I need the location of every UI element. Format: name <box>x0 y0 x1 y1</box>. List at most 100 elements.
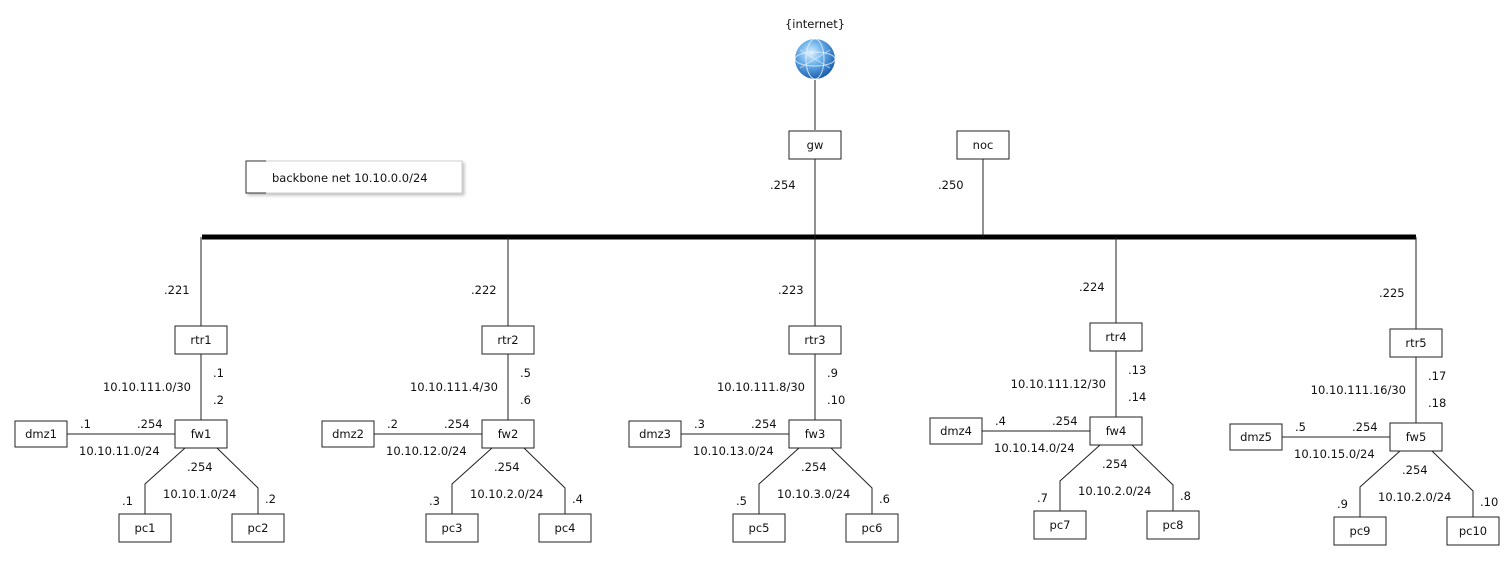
pc7-node[interactable]: pc7 <box>1033 510 1087 540</box>
lan-net-4: 10.10.2.0/24 <box>1078 484 1151 498</box>
pc7-node-label: pc7 <box>1050 518 1071 532</box>
lan-net-5: 10.10.2.0/24 <box>1378 490 1451 504</box>
rtr5-node[interactable]: rtr5 <box>1389 328 1443 358</box>
pc8-ip: .8 <box>1180 489 1191 503</box>
link-net-3: 10.10.111.8/30 <box>717 380 805 394</box>
fw2-node[interactable]: fw2 <box>481 419 535 449</box>
fw1-lan-ip: .254 <box>187 460 213 474</box>
pc10-node-label: pc10 <box>1459 524 1487 538</box>
fw5-pc-left-link <box>1359 450 1401 517</box>
pc3-node[interactable]: pc3 <box>425 513 479 543</box>
fw1-node[interactable]: fw1 <box>174 419 228 449</box>
pc2-ip: .2 <box>265 492 276 506</box>
dmz3-ip: .3 <box>694 417 705 431</box>
fw5-link-ip: .18 <box>1428 396 1446 410</box>
pc9-node[interactable]: pc9 <box>1333 516 1387 546</box>
pc4-node[interactable]: pc4 <box>538 513 592 543</box>
link-net-5: 10.10.111.16/30 <box>1311 383 1406 397</box>
rtr4-node-label: rtr4 <box>1105 330 1126 344</box>
fw3-lan-ip: .254 <box>801 460 827 474</box>
rtr1-bus-ip: .221 <box>164 283 190 297</box>
fw4-link-ip: .14 <box>1128 390 1146 404</box>
fw1-link-ip: .2 <box>213 393 224 407</box>
fw5-node[interactable]: fw5 <box>1389 422 1443 452</box>
rtr2-bus-ip: .222 <box>471 283 497 297</box>
noc-node[interactable]: noc <box>956 130 1010 160</box>
lan-net-1: 10.10.1.0/24 <box>163 487 236 501</box>
pc6-node-label: pc6 <box>862 521 883 535</box>
dmz2-node-label: dmz2 <box>332 427 364 441</box>
fw3-node[interactable]: fw3 <box>788 419 842 449</box>
rtr5-link-ip: .17 <box>1428 369 1446 383</box>
fw2-pc-left-link <box>451 447 493 514</box>
dmz4-ip: .4 <box>995 414 1006 428</box>
fw5-pc-right-link <box>1431 450 1474 517</box>
rtr3-node[interactable]: rtr3 <box>788 325 842 355</box>
pc6-ip: .6 <box>879 492 890 506</box>
fw3-pc-left-link <box>758 447 800 514</box>
dmz-net-3: 10.10.13.0/24 <box>693 444 774 458</box>
rtr3-link-ip: .9 <box>827 366 838 380</box>
dmz5-node-label: dmz5 <box>1240 430 1272 444</box>
fw2-link-ip: .6 <box>520 393 531 407</box>
fw5-lan-ip: .254 <box>1402 463 1428 477</box>
rtr2-link-ip: .5 <box>520 366 531 380</box>
fw2-lan-ip: .254 <box>494 460 520 474</box>
fw3-pc-right-link <box>830 447 873 514</box>
fw2-pc-right-link <box>523 447 566 514</box>
fw1-dmz-ip: .254 <box>137 417 163 431</box>
noc-node-label: noc <box>973 138 994 152</box>
dmz1-node-label: dmz1 <box>25 427 57 441</box>
lan-net-2: 10.10.2.0/24 <box>470 487 543 501</box>
fw2-node-label: fw2 <box>498 427 519 441</box>
dmz-net-4: 10.10.14.0/24 <box>994 441 1075 455</box>
pc5-ip: .5 <box>736 494 747 508</box>
pc1-node[interactable]: pc1 <box>118 513 172 543</box>
fw3-dmz-ip: .254 <box>751 417 777 431</box>
dmz4-node[interactable]: dmz4 <box>929 417 983 445</box>
rtr1-node[interactable]: rtr1 <box>174 325 228 355</box>
rtr5-bus-ip: .225 <box>1379 286 1405 300</box>
fw4-node[interactable]: fw4 <box>1089 416 1143 446</box>
pc7-ip: .7 <box>1037 491 1048 505</box>
dmz2-node[interactable]: dmz2 <box>321 420 375 448</box>
dmz-net-2: 10.10.12.0/24 <box>386 444 467 458</box>
rtr4-node[interactable]: rtr4 <box>1089 322 1143 352</box>
rtr3-bus-ip: .223 <box>778 283 804 297</box>
fw1-node-label: fw1 <box>191 427 212 441</box>
pc2-node[interactable]: pc2 <box>231 513 285 543</box>
dmz5-ip: .5 <box>1295 420 1306 434</box>
gw-node-label: gw <box>807 138 824 152</box>
pc10-ip: .10 <box>1480 495 1498 509</box>
internet-label: {internet} <box>785 17 845 31</box>
rtr2-node[interactable]: rtr2 <box>481 325 535 355</box>
dmz3-node[interactable]: dmz3 <box>628 420 682 448</box>
pc5-node[interactable]: pc5 <box>732 513 786 543</box>
gw-ip: .254 <box>770 178 796 192</box>
lan-net-3: 10.10.3.0/24 <box>777 487 850 501</box>
backbone-note-text: backbone net 10.10.0.0/24 <box>272 171 428 185</box>
rtr4-link-ip: .13 <box>1128 363 1146 377</box>
noc-ip: .250 <box>938 178 964 192</box>
dmz4-node-label: dmz4 <box>940 424 972 438</box>
fw3-link-ip: .10 <box>827 393 845 407</box>
rtr5-node-label: rtr5 <box>1405 336 1426 350</box>
pc8-node[interactable]: pc8 <box>1146 510 1200 540</box>
fw5-dmz-ip: .254 <box>1352 420 1378 434</box>
link-net-2: 10.10.111.4/30 <box>410 380 498 394</box>
rtr1-link-ip: .1 <box>213 366 224 380</box>
pc6-node[interactable]: pc6 <box>845 513 899 543</box>
link-net-1: 10.10.111.0/30 <box>103 380 191 394</box>
dmz-net-1: 10.10.11.0/24 <box>79 444 160 458</box>
pc8-node-label: pc8 <box>1163 518 1184 532</box>
pc5-node-label: pc5 <box>749 521 770 535</box>
gw-node[interactable]: gw <box>788 130 842 160</box>
dmz5-node[interactable]: dmz5 <box>1229 423 1283 451</box>
fw4-pc-left-link <box>1059 444 1101 511</box>
fw4-lan-ip: .254 <box>1102 457 1128 471</box>
pc1-node-label: pc1 <box>135 521 156 535</box>
dmz1-node[interactable]: dmz1 <box>14 420 68 448</box>
fw4-dmz-ip: .254 <box>1052 414 1078 428</box>
pc10-node[interactable]: pc10 <box>1446 516 1500 546</box>
